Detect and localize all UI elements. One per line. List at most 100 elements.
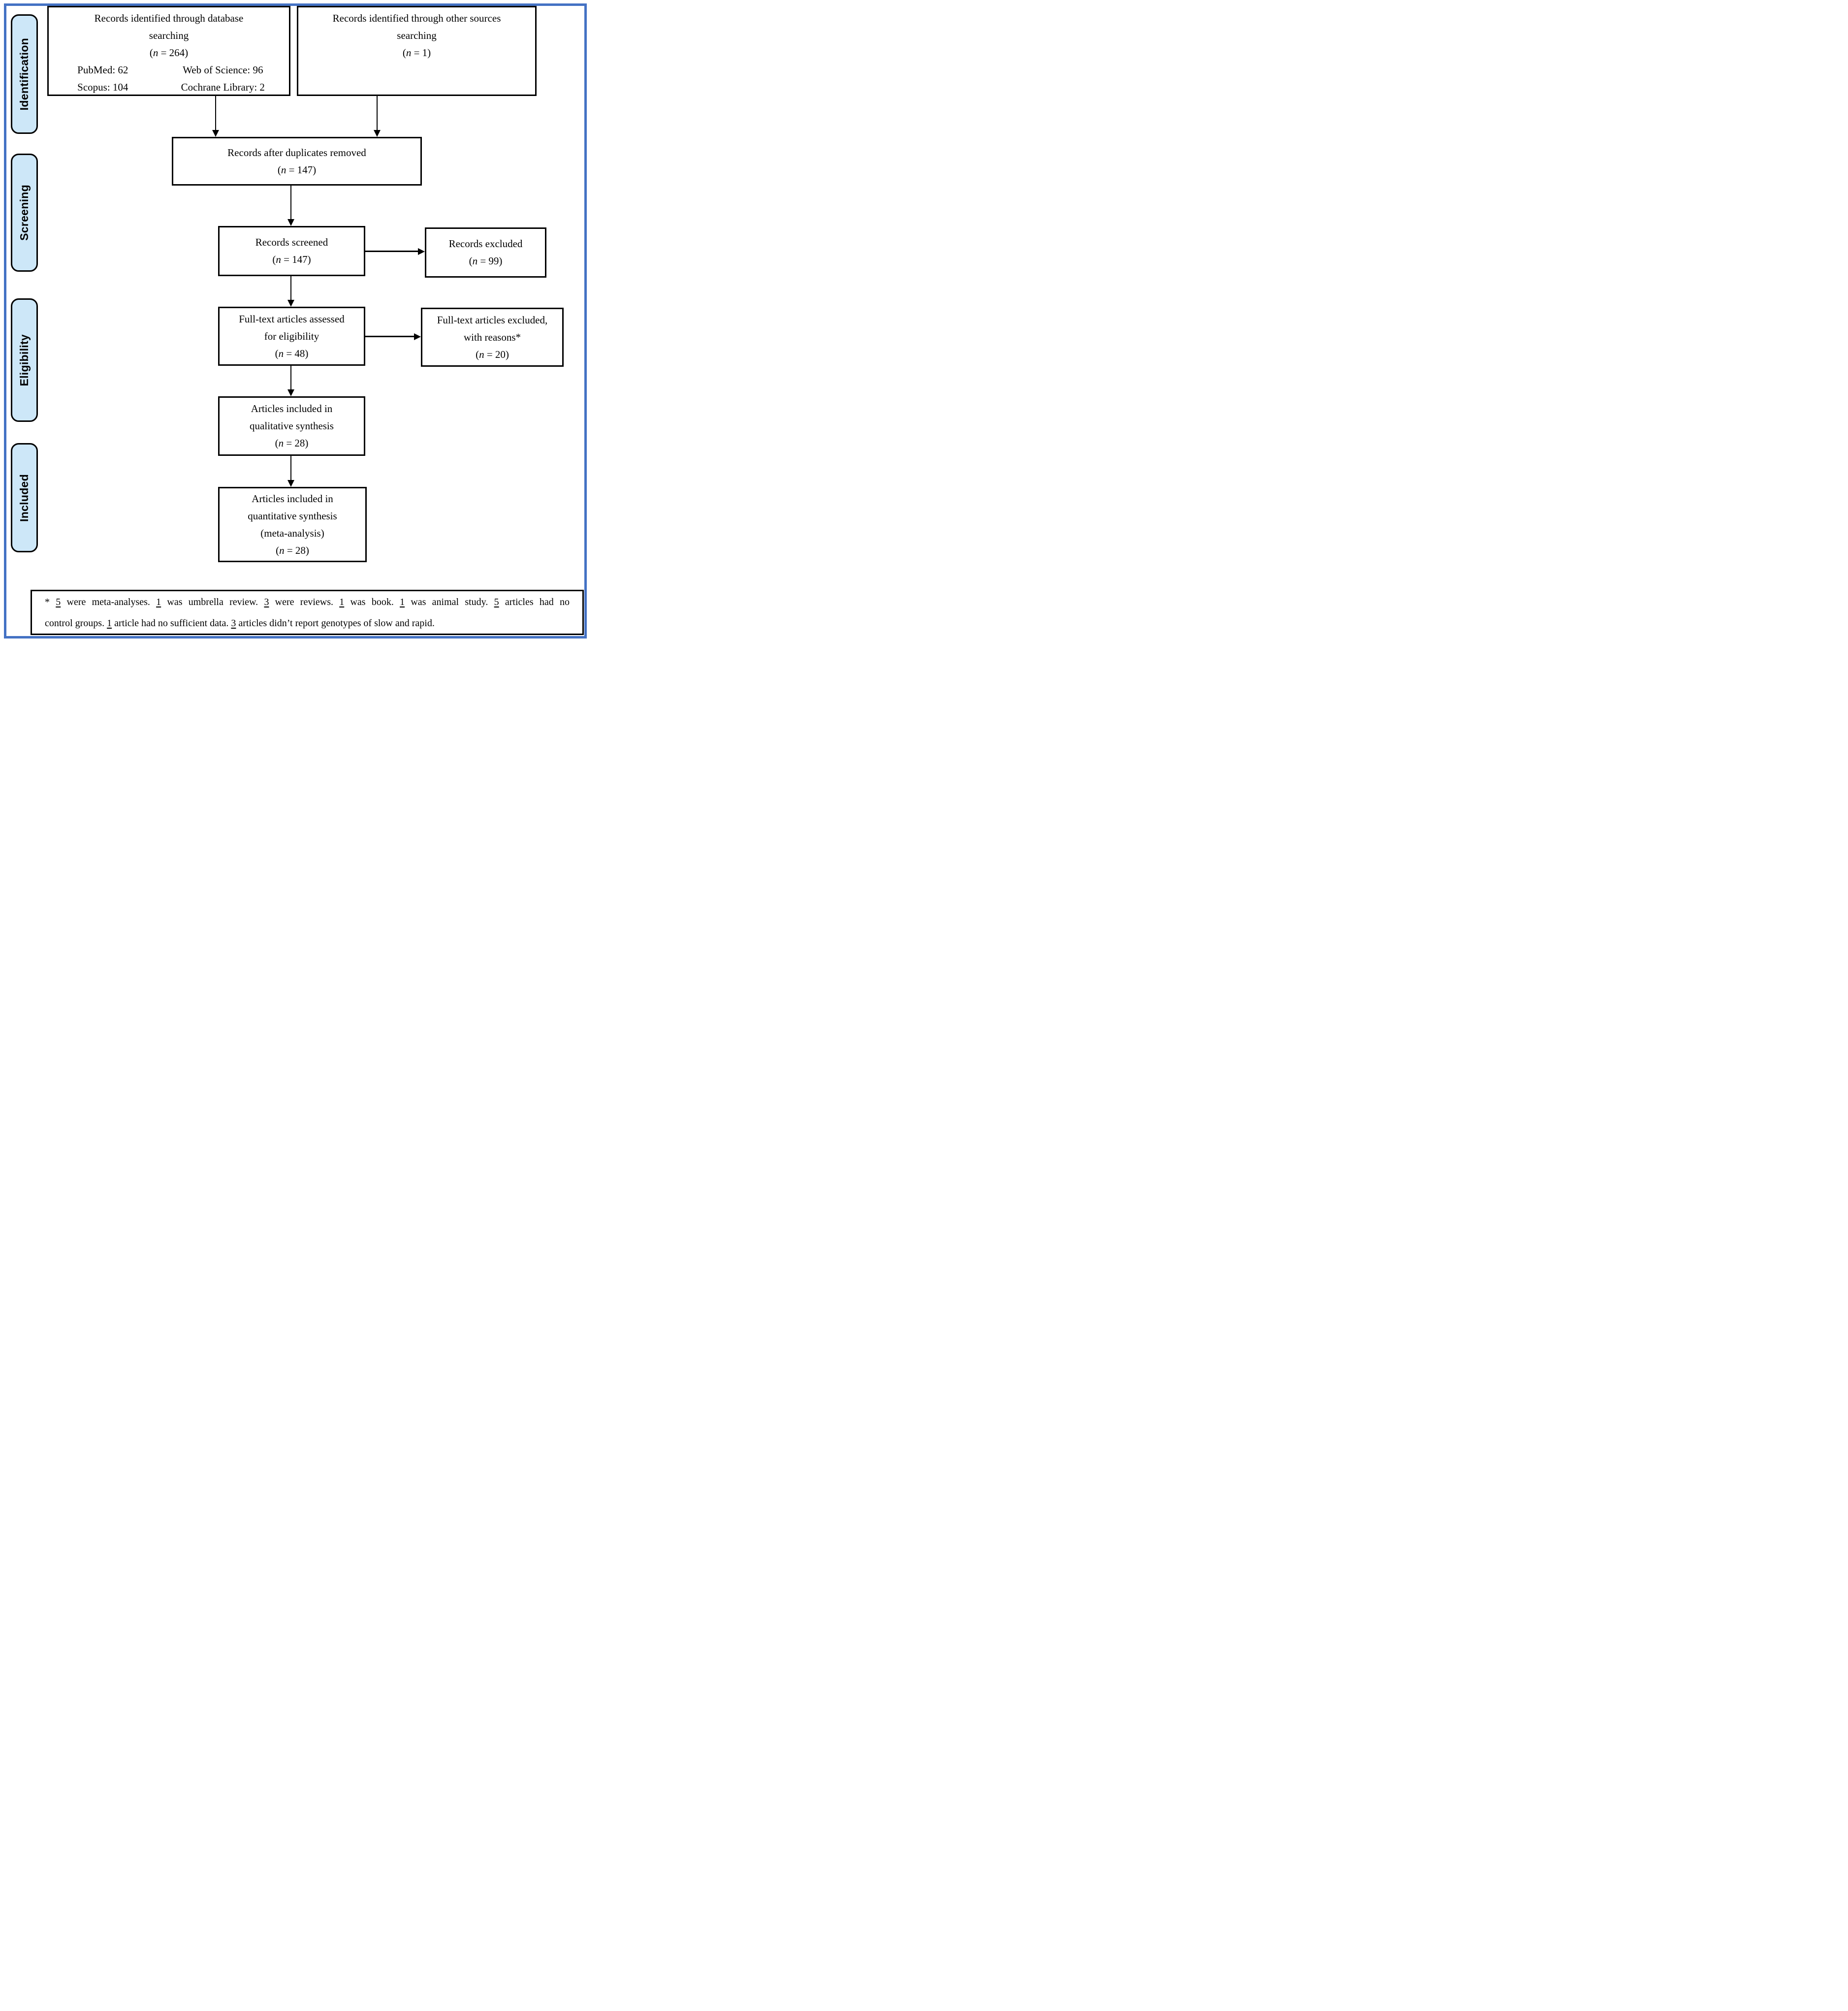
connector-fulltext-to-ftexcluded xyxy=(365,336,415,337)
n-count: (n = 28) xyxy=(220,542,365,559)
footnote-segment: control groups. xyxy=(45,618,107,629)
box-fulltext-excluded: Full-text articles excluded, with reason… xyxy=(421,308,564,367)
box-text-line: Full-text articles excluded, xyxy=(437,314,548,326)
box-text-line: Records excluded xyxy=(448,238,523,250)
box-records-identified-database: Records identified through database sear… xyxy=(47,6,290,96)
source-pubmed: PubMed: 62 xyxy=(77,64,128,76)
footnote-segment: 3 xyxy=(264,597,269,607)
box-records-screened: Records screened (n = 147) xyxy=(218,226,365,276)
n-value: = 99) xyxy=(478,255,503,267)
connector-qualitative-to-quantitative xyxy=(290,456,291,481)
n-value: = 28) xyxy=(284,437,309,449)
footnote-segment: 1 xyxy=(156,597,161,607)
stage-eligibility: Eligibility xyxy=(11,298,38,422)
n-variable: n xyxy=(472,255,478,267)
box-text-line: with reasons* xyxy=(463,331,521,343)
connector-db-to-dedup xyxy=(215,96,216,131)
source-web-of-science: Web of Science: 96 xyxy=(183,64,263,76)
footnote-segment: articles didn’t report genotypes of slow… xyxy=(236,618,435,629)
footnote-segment: was umbrella review. xyxy=(161,597,264,607)
n-value: = 48) xyxy=(284,347,309,359)
n-count: (n = 147) xyxy=(173,161,420,179)
n-open: ( xyxy=(272,254,276,265)
arrowhead-down-icon xyxy=(212,130,219,137)
box-fulltext-assessed: Full-text articles assessed for eligibil… xyxy=(218,307,365,366)
n-open: ( xyxy=(277,163,281,176)
box-quantitative-synthesis: Articles included in quantitative synthe… xyxy=(218,487,367,562)
footnote-segment: * xyxy=(45,597,56,607)
footnote-segment: 1 xyxy=(339,597,345,607)
n-variable: n xyxy=(153,47,159,59)
box-text-line: (meta-analysis) xyxy=(260,527,324,539)
arrowhead-down-icon xyxy=(374,130,381,137)
box-text-line: quantitative synthesis xyxy=(248,510,337,522)
n-variable: n xyxy=(406,47,412,59)
footnote-line: control groups. 1 article had no suffici… xyxy=(45,613,570,634)
footnote-segment: 3 xyxy=(231,618,236,629)
n-variable: n xyxy=(279,544,285,556)
footnote-segment: was animal study. xyxy=(405,597,494,607)
connector-fulltext-to-qualitative xyxy=(290,366,291,390)
box-text-line: Articles included in xyxy=(252,492,333,505)
source-cochrane: Cochrane Library: 2 xyxy=(181,81,265,93)
connector-screened-to-excluded xyxy=(365,251,419,252)
n-open: ( xyxy=(469,255,473,267)
arrowhead-down-icon xyxy=(287,480,294,487)
arrowhead-down-icon xyxy=(287,389,294,396)
n-open: ( xyxy=(476,348,479,360)
arrowhead-down-icon xyxy=(287,219,294,226)
arrowhead-right-icon xyxy=(418,248,425,255)
stage-included: Included xyxy=(11,443,38,552)
box-text-line: Records after duplicates removed xyxy=(227,146,366,159)
footnote-segment: 1 xyxy=(107,618,112,629)
n-count: (n = 28) xyxy=(220,435,364,452)
footnote-segment: were meta-analyses. xyxy=(61,597,157,607)
n-value: = 264) xyxy=(158,47,189,59)
stage-screening: Screening xyxy=(11,154,38,272)
n-variable: n xyxy=(281,163,287,176)
footnote-box: * 5 were meta-analyses. 1 was umbrella r… xyxy=(31,590,584,635)
n-count: (n = 20) xyxy=(422,346,562,363)
box-text-line: qualitative synthesis xyxy=(250,420,334,432)
n-count: (n = 99) xyxy=(426,253,545,270)
n-value: = 20) xyxy=(484,348,509,360)
n-value: = 147) xyxy=(281,254,311,265)
arrowhead-right-icon xyxy=(414,333,421,340)
n-variable: n xyxy=(278,437,284,449)
footnote-segment: were reviews. xyxy=(269,597,340,607)
n-variable: n xyxy=(479,348,484,360)
source-scopus: Scopus: 104 xyxy=(77,81,128,93)
n-count: (n = 1) xyxy=(298,44,535,62)
n-value: = 28) xyxy=(284,544,309,556)
box-text-line: searching xyxy=(397,30,437,41)
stage-included-label: Included xyxy=(18,474,31,522)
footnote-segment: was book. xyxy=(344,597,400,607)
n-open: ( xyxy=(275,347,279,359)
footnote-segment: article had no sufficient data. xyxy=(112,618,231,629)
stage-eligibility-label: Eligibility xyxy=(18,334,31,386)
box-text-line: for eligibility xyxy=(264,330,319,342)
n-variable: n xyxy=(278,347,284,359)
prisma-flow-diagram: Identification Screening Eligibility Inc… xyxy=(0,0,591,643)
footnote-segment: articles had no xyxy=(499,597,570,607)
n-open: ( xyxy=(402,47,406,59)
n-open: ( xyxy=(275,437,279,449)
box-text-line: Full-text articles assessed xyxy=(239,313,345,325)
box-text-line: Records identified through other sources xyxy=(332,12,501,24)
n-open: ( xyxy=(149,47,153,59)
footnote-segment: 5 xyxy=(56,597,61,607)
footnote-line: * 5 were meta-analyses. 1 was umbrella r… xyxy=(45,592,570,613)
database-source-counts: PubMed: 62 Web of Science: 96 Scopus: 10… xyxy=(49,62,289,96)
box-records-excluded: Records excluded (n = 99) xyxy=(425,227,546,278)
connector-other-to-dedup xyxy=(377,96,378,131)
box-text-line: Records screened xyxy=(255,236,328,248)
n-variable: n xyxy=(276,254,281,265)
arrowhead-down-icon xyxy=(287,300,294,307)
box-text-line: Records identified through database xyxy=(94,12,244,24)
n-count: (n = 147) xyxy=(220,251,364,268)
box-text-line: Articles included in xyxy=(251,403,333,415)
box-records-identified-other-sources: Records identified through other sources… xyxy=(297,6,537,96)
n-value: = 1) xyxy=(411,47,431,59)
footnote-segment: 1 xyxy=(400,597,405,607)
n-open: ( xyxy=(276,544,280,556)
